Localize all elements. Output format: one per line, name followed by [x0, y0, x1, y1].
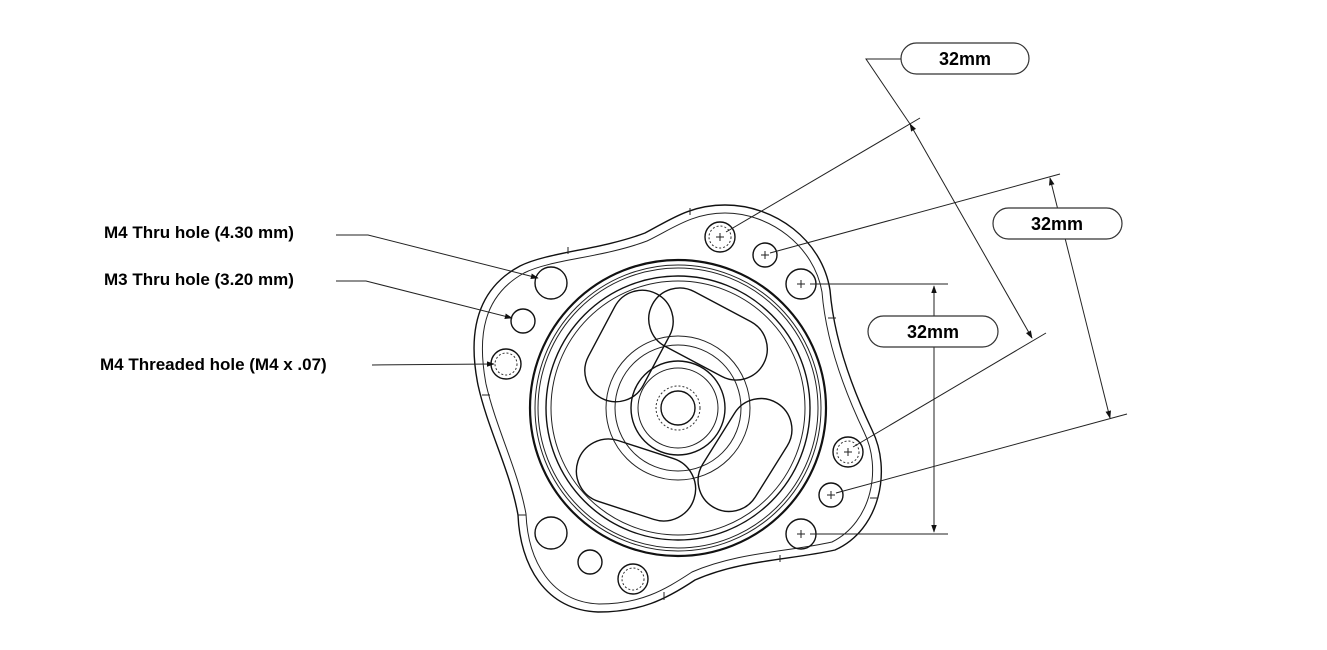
m3-thru-hole — [752, 242, 778, 268]
dimension-lines — [865, 58, 1111, 533]
svg-text:32mm: 32mm — [939, 49, 991, 69]
callout-m4-thru-hole: M4 Thru hole (4.30 mm) — [104, 223, 294, 242]
m4-threaded-hole — [621, 567, 645, 591]
m4-threaded-hole — [617, 563, 649, 595]
m3-thru-hole — [510, 308, 536, 334]
lobe-cutouts — [575, 287, 793, 522]
flange-outline — [473, 204, 883, 613]
m4-threaded-hole — [494, 352, 518, 376]
m4-threaded-hole — [832, 436, 864, 468]
m4-thru-hole — [534, 516, 568, 550]
callout-leaders — [336, 234, 539, 367]
m4-threaded-hole — [704, 221, 736, 253]
callout-m4-threaded-hole: M4 Threaded hole (M4 x .07) — [100, 355, 327, 374]
dimension-label-diagonal-top: 32mm — [900, 42, 1030, 75]
dimension-label-angled-right: 32mm — [992, 207, 1123, 240]
svg-text:32mm: 32mm — [1031, 214, 1083, 234]
center-hub — [528, 258, 828, 558]
svg-text:32mm: 32mm — [907, 322, 959, 342]
dimension-label-vertical-center: 32mm — [867, 315, 999, 348]
m4-threaded-hole — [836, 440, 860, 464]
mounting-holes — [490, 221, 864, 595]
m3-thru-hole — [818, 482, 844, 508]
m4-thru-hole — [534, 266, 568, 300]
m3-thru-hole — [577, 549, 603, 575]
callout-m3-thru-hole: M3 Thru hole (3.20 mm) — [104, 270, 294, 289]
m4-threaded-hole — [708, 225, 732, 249]
